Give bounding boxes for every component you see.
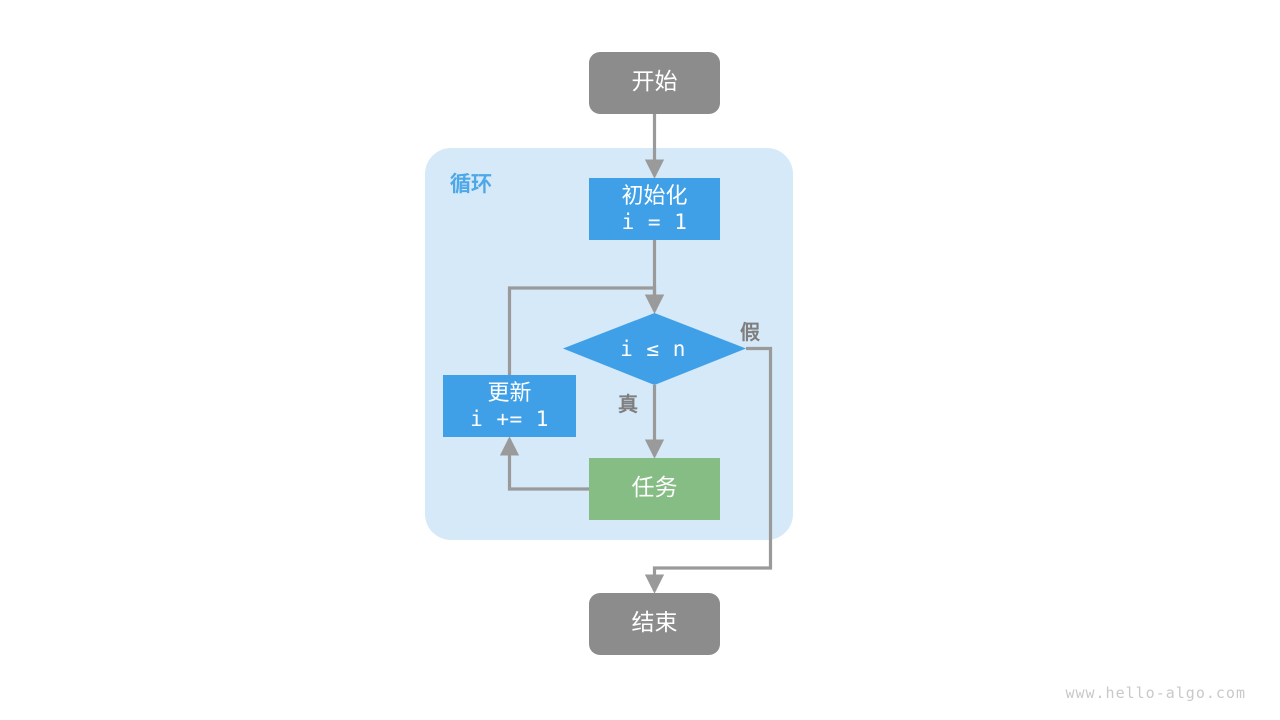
- init-node-label-line1: 初始化: [621, 183, 688, 209]
- end-node-label: 结束: [631, 610, 678, 637]
- edge-label-true: 真: [618, 392, 638, 416]
- edge-update-to-decision: [507, 286, 665, 375]
- watermark: www.hello-algo.com: [1065, 684, 1246, 702]
- task-node[interactable]: 任务: [589, 458, 720, 520]
- loop-group-label: 循环: [450, 172, 492, 196]
- end-node[interactable]: 结束: [589, 593, 720, 655]
- update-node-label-line2: i += 1: [470, 406, 549, 431]
- update-node-shape[interactable]: [443, 375, 576, 437]
- init-node-shape[interactable]: [589, 178, 720, 240]
- edge-decision-false-to-end: [644, 346, 773, 594]
- start-node[interactable]: 开始: [589, 52, 720, 114]
- task-node-label: 任务: [631, 475, 678, 502]
- task-node-shape[interactable]: [589, 458, 720, 520]
- decision-node-shape[interactable]: [563, 313, 746, 385]
- decision-node-label: i ≤ n: [620, 336, 686, 361]
- start-node-shape[interactable]: [589, 52, 720, 114]
- update-node[interactable]: 更新 i += 1: [443, 375, 576, 437]
- edge-label-false: 假: [740, 320, 760, 344]
- edge-task-to-update: [499, 436, 589, 491]
- end-node-shape[interactable]: [589, 593, 720, 655]
- init-node[interactable]: 初始化 i = 1: [589, 178, 720, 240]
- decision-node[interactable]: i ≤ n: [560, 313, 746, 385]
- init-node-label-line2: i = 1: [621, 209, 688, 234]
- start-node-label: 开始: [631, 69, 678, 96]
- update-node-label-line1: 更新: [487, 380, 532, 406]
